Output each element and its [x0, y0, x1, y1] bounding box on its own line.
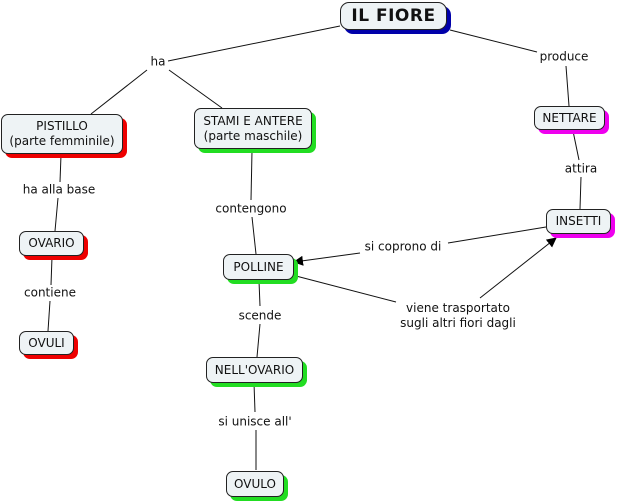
line-ha-pistillo: [90, 69, 148, 115]
line-produce-nettare: [565, 65, 570, 107]
line-contengono-polline: [251, 216, 257, 255]
node-pistillo[interactable]: PISTILLO (parte femminile): [1, 114, 123, 154]
node-ovulo-label: OVULO: [234, 476, 276, 491]
line-nettare-attira: [572, 130, 580, 161]
link-label-contiene: contiene: [22, 285, 78, 301]
link-label-viene-trasportato-line1: viene trasportato: [406, 301, 510, 315]
line-nellovario-siunisce: [253, 382, 256, 413]
link-label-contengono: contengono: [213, 201, 289, 217]
line-haallabase-ovario: [54, 197, 59, 232]
node-pistillo-label: PISTILLO: [36, 119, 88, 133]
link-label-si-coprono-di: si coprono di: [362, 239, 444, 255]
link-label-scende: scende: [236, 308, 284, 324]
line-ha-stami: [168, 69, 223, 109]
line-ovario-contiene: [50, 256, 53, 286]
node-stami-antere[interactable]: STAMI E ANTERE (parte maschile): [194, 108, 312, 149]
line-sicopronodi-polline: [293, 252, 361, 266]
link-label-produce: produce: [537, 49, 591, 65]
link-label-si-unisce-all: si unisce all': [216, 414, 294, 430]
line-attira-insetti: [579, 176, 582, 210]
link-label-ha: ha: [148, 54, 168, 70]
node-stami-sublabel: (parte maschile): [203, 128, 303, 143]
node-nell-ovario[interactable]: NELL'OVARIO: [206, 357, 303, 383]
line-polline-scende: [258, 280, 261, 307]
node-il-fiore[interactable]: IL FIORE: [340, 2, 447, 30]
node-nettare[interactable]: NETTARE: [534, 106, 605, 130]
node-nell-ovario-label: NELL'OVARIO: [214, 362, 295, 377]
node-il-fiore-label: IL FIORE: [351, 5, 436, 26]
line-fiore-produce: [449, 29, 538, 53]
link-label-viene-trasportato: viene trasportato sugli altri fiori dagl…: [398, 301, 518, 331]
node-ovario[interactable]: OVARIO: [19, 231, 84, 256]
node-nettare-label: NETTARE: [542, 110, 597, 125]
node-ovuli-label: OVULI: [28, 335, 65, 350]
node-pistillo-sublabel: (parte femminile): [9, 134, 115, 148]
line-pistillo-haallabase: [59, 154, 62, 183]
node-ovario-label: OVARIO: [28, 236, 75, 250]
line-contiene-ovuli: [47, 300, 51, 332]
line-insetti-sicopronodi: [447, 226, 547, 244]
line-trasportato-insetti: [479, 237, 557, 299]
link-label-viene-trasportato-line2: sugli altri fiori dagli: [400, 316, 516, 330]
node-polline[interactable]: POLLINE: [223, 254, 294, 280]
node-stami-label: STAMI E ANTERE: [203, 113, 303, 128]
line-fiore-ha: [167, 25, 341, 62]
node-ovuli[interactable]: OVULI: [19, 331, 74, 355]
link-label-ha-alla-base: ha alla base: [20, 182, 98, 198]
link-label-attira: attira: [562, 161, 600, 177]
line-polline-trasportato: [295, 275, 397, 303]
node-insetti[interactable]: INSETTI: [546, 209, 611, 234]
node-ovulo[interactable]: OVULO: [226, 471, 284, 497]
node-insetti-label: INSETTI: [555, 214, 602, 228]
node-polline-label: POLLINE: [233, 259, 284, 274]
line-stami-contengono: [250, 150, 253, 201]
line-scende-nellovario: [256, 323, 261, 358]
